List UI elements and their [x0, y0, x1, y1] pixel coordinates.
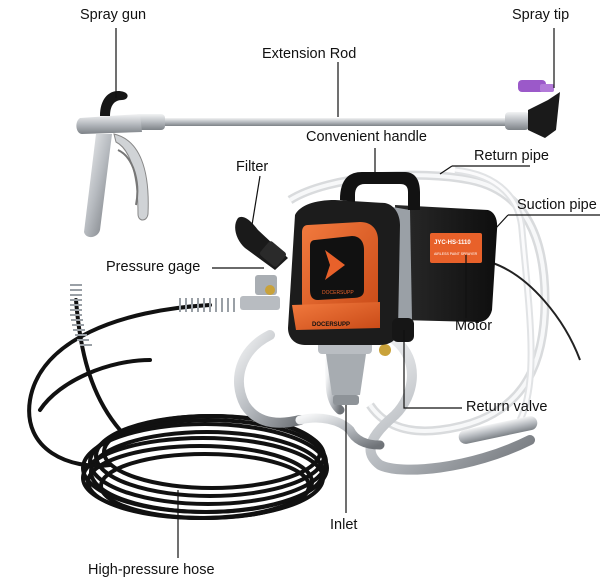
hose-runs	[27, 298, 212, 468]
leader-lines	[115, 28, 600, 558]
model-plate-subtext: AIRLESS PAINT SPRAYER	[434, 252, 478, 256]
extension-rod	[135, 112, 529, 130]
label-inlet: Inlet	[330, 517, 358, 533]
brand-small-text: DOCERSUPP	[312, 322, 350, 328]
spray-gun	[76, 91, 149, 238]
filter	[235, 216, 288, 270]
label-return-pipe: Return pipe	[474, 148, 549, 164]
hose-spring-guard-2	[179, 298, 235, 312]
label-suction-pipe: Suction pipe	[517, 197, 597, 213]
label-pressure-gage: Pressure gage	[106, 259, 201, 275]
hose-spring-guard	[70, 284, 92, 346]
spray-tip	[518, 80, 560, 138]
stand-foot	[458, 416, 538, 444]
label-extension-rod: Extension Rod	[262, 46, 357, 62]
label-spray-gun: Spray gun	[80, 7, 147, 23]
power-cord	[489, 261, 581, 361]
label-filter: Filter	[236, 159, 269, 175]
brand-logo-text: DOCERSUPP	[322, 290, 354, 296]
pressure-gage	[240, 275, 280, 310]
label-spray-tip: Spray tip	[512, 7, 570, 23]
suction-pipe	[454, 166, 535, 422]
label-return-valve: Return valve	[466, 399, 548, 415]
label-motor: Motor	[455, 318, 493, 334]
model-plate-text: JYC-HS-1110	[434, 240, 471, 246]
label-high-pressure-hose: High-pressure hose	[88, 562, 215, 578]
label-convenient-handle: Convenient handle	[306, 129, 427, 145]
hose-coil	[81, 414, 329, 520]
machine-body	[288, 172, 498, 345]
